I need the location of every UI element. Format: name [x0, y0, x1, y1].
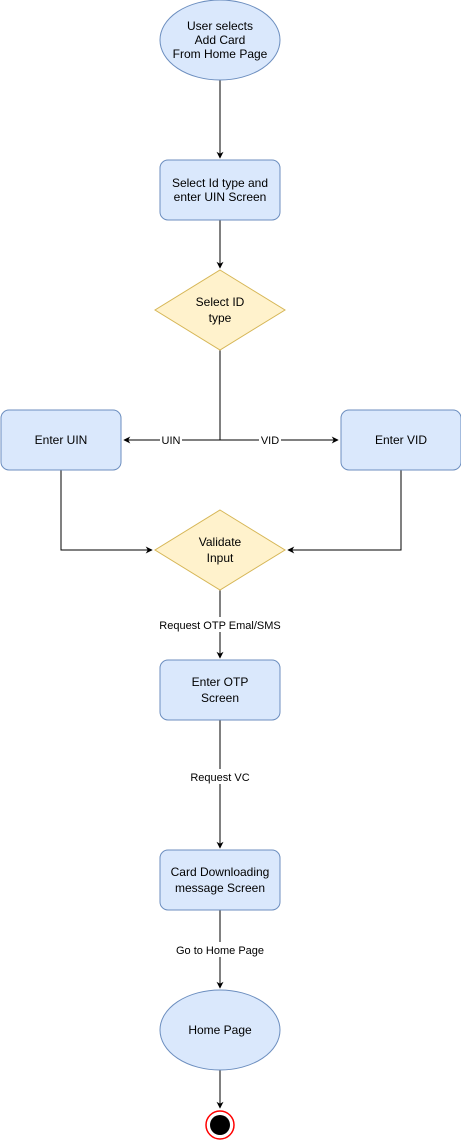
svg-text:Request OTP Emal/SMS: Request OTP Emal/SMS — [159, 620, 280, 632]
start-node: User selects Add Card From Home Page — [159, 0, 281, 81]
edge-label-go-home: Go to Home Page — [172, 942, 268, 957]
svg-text:Request VC: Request VC — [190, 772, 249, 784]
svg-text:Enter UIN: Enter UIN — [35, 433, 88, 447]
select-id-type-decision: Select ID type — [154, 269, 286, 351]
select-id-screen-node: Select Id type and enter UIN Screen — [159, 159, 281, 221]
svg-text:message Screen: message Screen — [175, 881, 265, 895]
edge-enter-vid-to-validate — [287, 470, 402, 554]
svg-text:User selects: User selects — [187, 19, 253, 33]
svg-text:From Home Page: From Home Page — [173, 47, 268, 61]
svg-text:Select Id type and: Select Id type and — [172, 176, 268, 190]
svg-text:Screen: Screen — [201, 691, 239, 705]
svg-text:type: type — [209, 311, 232, 325]
edge-label-uin: UIN — [160, 433, 182, 447]
svg-text:VID: VID — [261, 435, 279, 447]
card-downloading-node: Card Downloading message Screen — [159, 849, 281, 911]
svg-text:Enter VID: Enter VID — [375, 433, 427, 447]
enter-vid-node: Enter VID — [340, 409, 461, 471]
edge-enter-uin-to-validate — [60, 470, 153, 554]
svg-text:Add Card: Add Card — [195, 33, 246, 47]
svg-text:enter UIN Screen: enter UIN Screen — [174, 190, 267, 204]
svg-text:Card Downloading: Card Downloading — [171, 865, 270, 879]
svg-text:Go to Home Page: Go to Home Page — [176, 945, 264, 957]
end-node — [205, 1110, 235, 1140]
enter-uin-node: Enter UIN — [0, 409, 122, 471]
svg-text:Input: Input — [207, 551, 234, 565]
validate-input-decision: Validate Input — [154, 509, 286, 591]
edge-label-request-otp: Request OTP Emal/SMS — [157, 617, 283, 632]
svg-text:Home Page: Home Page — [188, 1023, 252, 1037]
svg-text:Enter OTP: Enter OTP — [192, 675, 249, 689]
enter-otp-node: Enter OTP Screen — [159, 659, 281, 721]
svg-text:Validate: Validate — [199, 535, 242, 549]
edge-label-vid: VID — [259, 433, 281, 447]
home-page-node: Home Page — [159, 989, 281, 1071]
edge-label-request-vc: Request VC — [187, 769, 253, 784]
svg-text:Select ID: Select ID — [196, 295, 245, 309]
svg-text:UIN: UIN — [162, 435, 181, 447]
edge-decision-to-enter-uin — [123, 350, 221, 444]
